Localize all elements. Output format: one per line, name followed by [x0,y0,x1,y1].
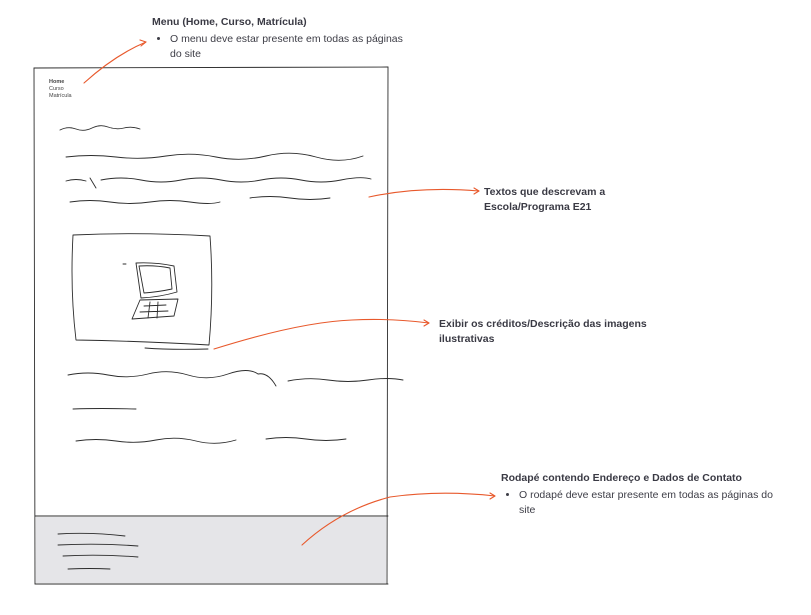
credits-arrow [213,318,430,350]
annotation-arrows [83,39,496,546]
credits-annotation: Exibir os créditos/Descrição das imagens… [439,317,689,347]
footer-annotation-bullets: O rodapé deve estar presente em todas as… [501,488,791,518]
menu-annotation-bullet: O menu deve estar presente em todas as p… [170,32,412,62]
credits-annotation-title: Exibir os créditos/Descrição das imagens… [439,318,647,345]
menu-item-home[interactable]: Home [49,79,65,85]
menu-item-curso[interactable]: Curso [49,86,64,92]
footer-area [34,515,389,583]
page-frame [33,66,389,585]
footer-annotation: Rodapé contendo Endereço e Dados de Cont… [501,471,791,518]
menu-annotation: Menu (Home, Curso, Matrícula) O menu dev… [152,15,412,62]
image-placeholder [71,233,213,346]
footer-arrow [301,492,496,546]
menu-item-matricula[interactable]: Matrícula [49,93,72,99]
footer-annotation-bullet: O rodapé deve estar presente em todas as… [519,488,791,518]
footer-annotation-title: Rodapé contendo Endereço e Dados de Cont… [501,472,742,484]
texts-annotation-title: Textos que descrevam a Escola/Programa E… [484,186,606,213]
mockup-menu: Home Curso Matrícula [49,79,72,100]
menu-annotation-title: Menu (Home, Curso, Matrícula) [152,16,307,28]
body-text-scribbles [67,370,404,444]
menu-annotation-bullets: O menu deve estar presente em todas as p… [152,32,412,62]
menu-arrow [83,41,147,84]
texts-arrow [368,188,480,198]
image-caption-scribble [144,347,209,350]
texts-annotation: Textos que descrevam a Escola/Programa E… [484,185,634,215]
intro-text-scribbles [59,125,372,204]
